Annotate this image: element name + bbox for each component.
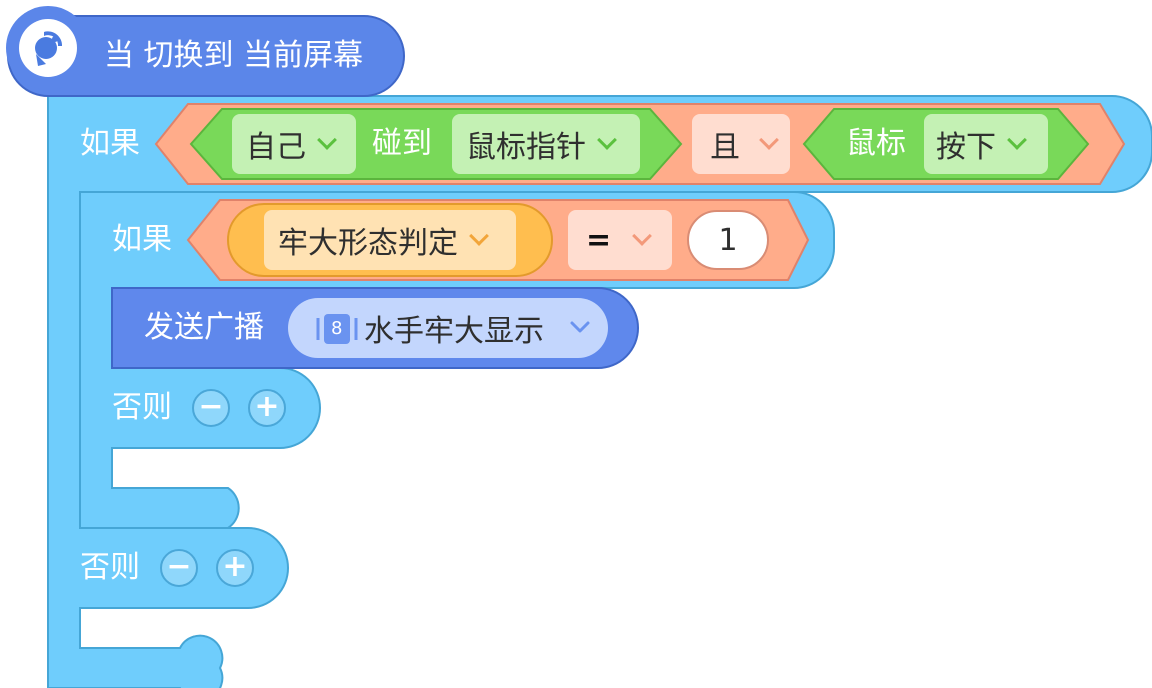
outer-add-branch-button[interactable]: + [216,549,254,587]
touch-sprite-value: 自己 [246,130,306,165]
touch-target-dropdown[interactable]: 鼠标指针 [452,114,640,174]
chevron-down-icon [759,130,779,150]
plus-icon: + [254,388,280,424]
variable-name-dropdown[interactable]: 牢大形态判定 [264,210,516,270]
comparison-value-input[interactable]: 1 [718,222,738,258]
chevron-down-icon [632,226,653,246]
chevron-down-icon [317,130,337,150]
and-operator-dropdown[interactable]: 且 [692,114,790,174]
mouse-label: 鼠标 [846,126,906,161]
inner-remove-else-button[interactable]: − [192,389,230,427]
touch-sprite-dropdown[interactable]: 自己 [232,114,356,174]
and-operator-value: 且 [710,130,740,165]
hat-block-label: 当 切换到 当前屏幕 [104,38,364,73]
broadcast-message-value: 水手牢大显示 [364,314,544,349]
inner-add-branch-button[interactable]: + [248,389,286,427]
broadcast-chevron-down-icon [570,321,590,333]
comparison-operator-value: = [586,222,612,258]
outer-if-label: 如果 [80,126,140,161]
variable-name-value: 牢大形态判定 [278,226,458,261]
broadcast-label: 发送广播 [144,310,264,345]
minus-icon: − [166,548,192,584]
broadcast-badge-number: 8 [331,318,343,339]
chevron-down-icon [469,226,489,246]
touch-target-value: 鼠标指针 [466,130,586,165]
broadcast-message-dropdown[interactable] [288,298,608,358]
comparison-operator-dropdown[interactable]: = [568,210,672,270]
chevron-down-icon [597,130,617,150]
satellite-dish-glyph [35,31,63,66]
mouse-state-value: 按下 [936,130,996,165]
broadcast-badge-icon [324,314,350,344]
plus-icon: + [222,548,248,584]
value-input-oval[interactable] [687,210,769,270]
minus-icon: − [198,388,224,424]
inner-else-label: 否则 [112,390,172,425]
touch-verb-label: 碰到 [372,126,432,161]
mouse-state-dropdown[interactable]: 按下 [924,114,1048,174]
outer-else-label: 否则 [80,550,140,585]
chevron-down-icon [1007,130,1027,150]
inner-if-label: 如果 [112,222,172,257]
outer-remove-else-button[interactable]: − [160,549,198,587]
